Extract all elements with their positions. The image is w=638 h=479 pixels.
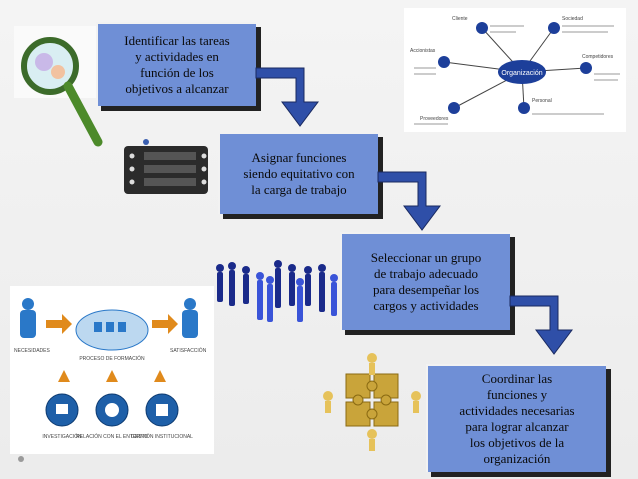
process-bottom-3: GESTIÓN INSTITUCIONAL: [131, 433, 193, 440]
step-3-line-2: de trabajo adecuado: [374, 266, 478, 281]
step-4-line-5: los objetivos de la: [469, 435, 565, 450]
step-2-line-3: la carga de trabajo: [251, 182, 347, 197]
step-1-box: Identificar las tareas y actividades en …: [96, 22, 256, 106]
org-node-5: Proveedores: [420, 116, 449, 122]
crowd-image: [216, 260, 338, 322]
flow-arrow-3: [509, 295, 573, 355]
process-left-label: NECESIDADES: [14, 348, 51, 354]
org-node-2: Sociedad: [562, 16, 583, 22]
org-node-3: Accionistas: [410, 48, 436, 54]
step-3-line-4: cargos y actividades: [373, 298, 479, 313]
step-3-line-3: para desempeñar los: [372, 282, 480, 297]
step-1-line-1: Identificar las tareas: [124, 33, 230, 48]
process-center-label: PROCESO DE FORMACIÓN: [79, 355, 145, 362]
training-process-image: NECESIDADES PROCESO DE FORMACIÓN SATISFA…: [10, 286, 214, 454]
flow-arrow-2: [377, 171, 441, 231]
step-2-line-2: siendo equitativo con: [243, 166, 355, 181]
step-2-line-1: Asignar funciones: [251, 150, 347, 165]
step-4-line-1: Coordinar las: [481, 371, 553, 386]
step-1-line-3: función de los: [140, 65, 214, 80]
step-3-box: Seleccionar un grupo de trabajo adecuado…: [340, 232, 510, 330]
org-center-label: Organización: [501, 70, 542, 77]
org-node-6: Personal: [532, 98, 552, 104]
org-node-4: Competidores: [582, 54, 614, 60]
step-1-line-2: y actividades en: [135, 49, 219, 64]
magnifier-image: [14, 26, 103, 147]
flow-arrow-1: [255, 67, 319, 127]
org-chart-image: Organización Cliente Sociedad Accionista…: [404, 8, 626, 132]
process-bottom-1: INVESTIGACIÓN: [42, 433, 82, 440]
org-node-1: Cliente: [452, 16, 468, 22]
step-4-line-6: organización: [483, 451, 551, 466]
puzzle-team-image: [323, 353, 421, 451]
control-panel-image: [124, 139, 208, 194]
slide-bullet-dot: [18, 456, 24, 462]
step-2-box: Asignar funciones siendo equitativo con …: [218, 132, 378, 214]
process-right-label: SATISFACCIÓN: [170, 347, 207, 354]
step-4-line-4: para lograr alcanzar: [465, 419, 569, 434]
step-4-box: Coordinar las funciones y actividades ne…: [426, 364, 606, 472]
step-4-line-2: funciones y: [486, 387, 548, 402]
step-1-line-4: objetivos a alcanzar: [125, 81, 229, 96]
step-4-line-3: actividades necesarias: [459, 403, 575, 418]
step-3-line-1: Seleccionar un grupo: [370, 250, 482, 265]
process-bottom-2: RELACIÓN CON EL ENTORNO: [76, 433, 148, 440]
